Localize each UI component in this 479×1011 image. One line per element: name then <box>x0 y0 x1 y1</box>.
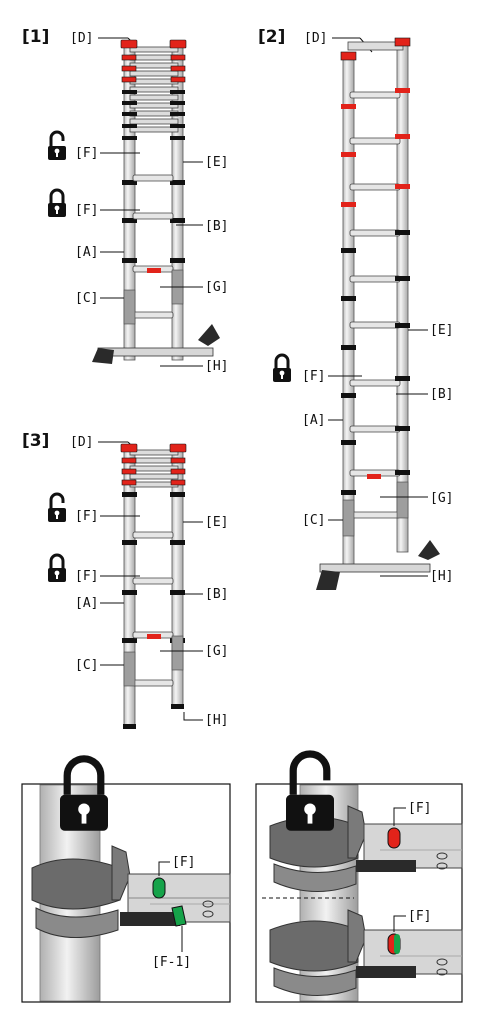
label-a: [A] <box>75 596 98 611</box>
padlock-closed-icon <box>271 353 293 384</box>
label-e: [E] <box>205 155 228 170</box>
figure-1-number: [1] <box>22 27 49 47</box>
figure-2: [2] [D] <box>258 27 453 590</box>
label-f: [F] <box>75 509 98 524</box>
label-d: [D] <box>70 31 93 46</box>
red-indicators <box>120 443 187 486</box>
label-b: [B] <box>205 219 228 234</box>
joint-bands <box>122 90 185 263</box>
label-f: [F] <box>172 855 195 870</box>
padlock-closed-icon <box>60 755 108 831</box>
label-f: [F] <box>408 909 431 924</box>
label-f-1: [F-1] <box>152 955 191 970</box>
label-f: [F] <box>75 569 98 584</box>
figure-3-number: [3] <box>22 431 49 451</box>
rungs <box>349 91 401 519</box>
label-c: [C] <box>75 291 98 306</box>
label-a: [A] <box>75 245 98 260</box>
detail-locked: [F] [F-1] <box>21 755 231 1003</box>
label-c: [C] <box>75 658 98 673</box>
figure-2-number: [2] <box>258 27 285 47</box>
padlock-open-icon <box>46 492 68 524</box>
label-e: [E] <box>205 515 228 530</box>
label-a: [A] <box>302 413 325 428</box>
lock-pin-green <box>171 905 187 927</box>
label-d: [D] <box>70 435 93 450</box>
padlock-open-icon <box>286 750 334 831</box>
label-e: [E] <box>430 323 453 338</box>
detail-unlocked: [F] [F] <box>255 750 463 1003</box>
label-c: [C] <box>302 513 325 528</box>
stabiliser-bar <box>319 563 431 573</box>
padlock-closed-icon <box>46 188 68 219</box>
red-indicators <box>120 39 187 83</box>
label-b: [B] <box>205 587 228 602</box>
grip-indicator <box>147 634 161 639</box>
label-d: [D] <box>304 31 327 46</box>
label-f: [F] <box>302 369 325 384</box>
figure-3: [3] [D] <box>22 431 228 729</box>
label-b: [B] <box>430 387 453 402</box>
label-h: [H] <box>430 569 453 584</box>
label-f: [F] <box>75 146 98 161</box>
red-indicators <box>341 88 410 207</box>
lock-indicator-green <box>152 877 166 899</box>
stabiliser-bar <box>97 347 214 357</box>
joint-bands <box>341 230 410 495</box>
lock-indicator-red <box>387 827 401 849</box>
label-g: [G] <box>205 280 228 295</box>
grip-indicator <box>147 268 161 273</box>
label-f: [F] <box>408 801 431 816</box>
label-h: [H] <box>205 359 228 374</box>
label-f: [F] <box>75 203 98 218</box>
figure-1: [1] [D] <box>22 27 228 374</box>
padlock-closed-icon <box>46 553 68 584</box>
label-g: [G] <box>205 644 228 659</box>
padlock-open-icon <box>46 130 68 162</box>
label-g: [G] <box>430 491 453 506</box>
label-h: [H] <box>205 713 228 728</box>
grip-indicator <box>367 474 381 479</box>
